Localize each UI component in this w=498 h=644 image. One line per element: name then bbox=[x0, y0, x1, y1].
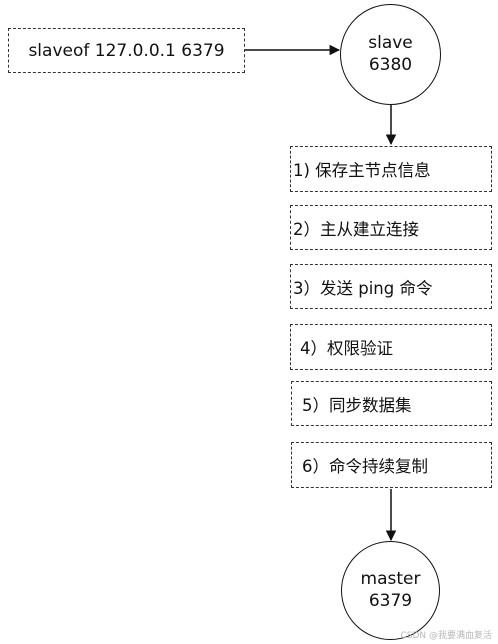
master-node-name: master bbox=[360, 569, 421, 590]
step-save-master-info: 1) 保存主节点信息 bbox=[290, 146, 492, 192]
step-sync-dataset: 5）同步数据集 bbox=[291, 381, 492, 426]
step-command-propagation: 6）命令持续复制 bbox=[291, 442, 492, 488]
watermark: CSDN @我要满血复活 bbox=[400, 631, 492, 641]
slave-node-name: slave bbox=[368, 33, 413, 54]
slave-node-port: 6380 bbox=[368, 54, 413, 75]
step-label: 2）主从建立连接 bbox=[293, 219, 419, 239]
slaveof-command-box: slaveof 127.0.0.1 6379 bbox=[8, 28, 245, 73]
step-label: 3）发送 ping 命令 bbox=[293, 278, 433, 298]
step-establish-connection: 2）主从建立连接 bbox=[290, 205, 492, 250]
step-label: 5）同步数据集 bbox=[302, 395, 412, 415]
step-label: 6）命令持续复制 bbox=[302, 457, 428, 476]
step-label: 1) 保存主节点信息 bbox=[293, 161, 431, 180]
slave-node: slave 6380 bbox=[340, 4, 441, 105]
step-send-ping: 3）发送 ping 命令 bbox=[290, 264, 492, 309]
slaveof-command-text: slaveof 127.0.0.1 6379 bbox=[28, 40, 225, 61]
master-node: master 6379 bbox=[341, 541, 440, 640]
master-node-port: 6379 bbox=[368, 590, 413, 611]
step-auth: 4）权限验证 bbox=[290, 324, 492, 370]
step-label: 4）权限验证 bbox=[300, 339, 393, 358]
